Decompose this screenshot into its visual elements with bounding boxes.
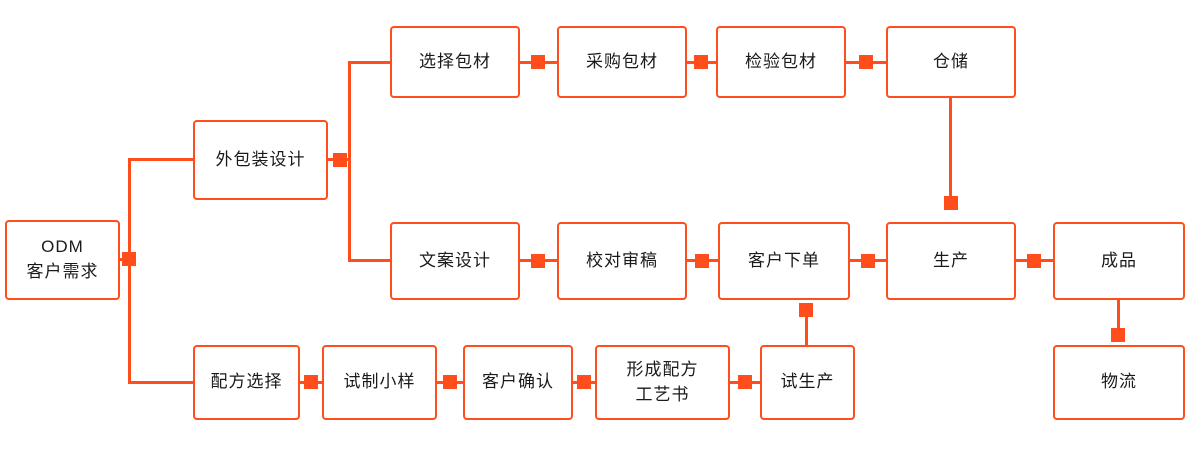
- node-packaging-design: 外包装设计: [193, 120, 328, 200]
- node-select-material-label: 选择包材: [419, 51, 491, 71]
- connector-square: [861, 254, 875, 268]
- node-copywriting-label: 文案设计: [419, 250, 491, 270]
- node-finished-product: 成品: [1053, 222, 1185, 300]
- node-trial-sample-label: 试制小样: [343, 372, 416, 392]
- node-trial-production-label: 试生产: [780, 372, 835, 392]
- node-production-label: 生产: [933, 250, 969, 270]
- flow-line-vertical: [805, 317, 808, 345]
- connector-square: [694, 55, 708, 69]
- node-finished-product-label: 成品: [1101, 250, 1137, 270]
- node-select-material: 选择包材: [390, 26, 520, 98]
- node-logistics: 物流: [1053, 345, 1185, 420]
- connector-square: [859, 55, 873, 69]
- node-formula-selection-label: 配方选择: [210, 372, 283, 392]
- node-customer-confirm: 客户确认: [463, 345, 573, 420]
- node-formula-process-doc-label: 形成配方 工艺书: [626, 359, 699, 404]
- flow-line-vertical: [348, 61, 351, 262]
- node-odm-demand-label: ODM 客户需求: [26, 237, 99, 281]
- connector-square: [1111, 328, 1125, 342]
- connector-square: [799, 303, 813, 317]
- node-logistics-label: 物流: [1101, 372, 1137, 392]
- node-warehouse-label: 仓储: [933, 51, 969, 71]
- connector-square: [443, 375, 457, 389]
- node-formula-selection: 配方选择: [193, 345, 300, 420]
- connector-square: [531, 254, 545, 268]
- connector-square: [122, 252, 136, 266]
- flow-line-horizontal: [128, 158, 195, 161]
- node-purchase-material-label: 采购包材: [586, 51, 658, 71]
- flow-line-vertical: [128, 158, 131, 384]
- flow-line-vertical: [949, 98, 952, 198]
- flow-line-horizontal: [348, 259, 392, 262]
- node-proofreading-label: 校对审稿: [586, 250, 658, 270]
- connector-square: [944, 196, 958, 210]
- node-trial-production: 试生产: [760, 345, 855, 420]
- connector-square: [304, 375, 318, 389]
- connector-square: [1027, 254, 1041, 268]
- node-customer-order: 客户下单: [718, 222, 850, 300]
- flow-line-horizontal: [348, 61, 392, 64]
- flow-line-horizontal: [128, 381, 195, 384]
- node-customer-order-label: 客户下单: [748, 250, 820, 270]
- node-inspect-material-label: 检验包材: [745, 51, 817, 71]
- flow-line-vertical: [1117, 300, 1120, 330]
- node-formula-process-doc: 形成配方 工艺书: [595, 345, 730, 420]
- node-warehouse: 仓储: [886, 26, 1016, 98]
- node-purchase-material: 采购包材: [557, 26, 687, 98]
- node-copywriting: 文案设计: [390, 222, 520, 300]
- node-packaging-design-label: 外包装设计: [215, 149, 306, 169]
- node-odm-demand: ODM 客户需求: [5, 220, 120, 300]
- node-inspect-material: 检验包材: [716, 26, 846, 98]
- connector-square: [333, 153, 347, 167]
- connector-square: [695, 254, 709, 268]
- node-proofreading: 校对审稿: [557, 222, 687, 300]
- connector-square: [738, 375, 752, 389]
- connector-square: [577, 375, 591, 389]
- connector-square: [531, 55, 545, 69]
- node-production: 生产: [886, 222, 1016, 300]
- node-trial-sample: 试制小样: [322, 345, 437, 420]
- node-customer-confirm-label: 客户确认: [482, 372, 554, 392]
